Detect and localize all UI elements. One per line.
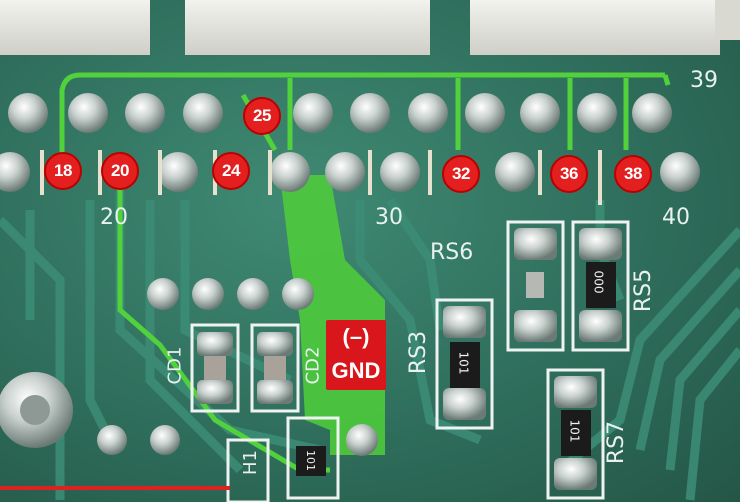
header-pin-row-top: [8, 93, 672, 133]
silk-label-39: 39: [690, 68, 718, 93]
resistor-mark-rs3: 101: [456, 351, 471, 375]
silk-label-cd1: CD1: [164, 346, 186, 385]
connector-housing-middle: [185, 0, 430, 55]
header-pin-row-bottom: [0, 152, 700, 192]
pin-badge-18: 18: [44, 152, 82, 190]
pin-badge-24: 24: [212, 152, 250, 190]
gnd-test-pad: [346, 424, 378, 456]
gnd-polarity: (–): [342, 324, 370, 349]
resistor-mark-rs7: 101: [567, 419, 582, 443]
component-outlines: [190, 220, 630, 502]
gnd-text: GND: [331, 358, 381, 383]
silk-label-rs5: RS5: [631, 268, 657, 313]
connector-housing-right: [470, 0, 720, 55]
gnd-label: (–) GND: [326, 320, 386, 390]
pin-badge-32: 32: [442, 155, 480, 193]
resistor-mark-small: 101: [304, 450, 317, 471]
silk-label-rs6: RS6: [430, 240, 474, 265]
silk-label-20: 20: [100, 205, 128, 230]
silk-label-30: 30: [375, 205, 403, 230]
pin-badge-36: 36: [550, 155, 588, 193]
silk-label-rs7: RS7: [604, 420, 630, 465]
resistor-bodies: [204, 262, 616, 476]
gnd-copper-pour: [280, 175, 385, 455]
silk-label-40: 40: [662, 205, 690, 230]
silk-label-rs3: RS3: [406, 330, 432, 375]
pin-badge-25: 25: [243, 97, 281, 135]
pin-separators: [40, 150, 602, 205]
silk-label-h1: H1: [240, 450, 261, 475]
connector-housing-left: [0, 0, 150, 55]
silk-label-cd2: CD2: [302, 346, 324, 385]
smd-pads: [197, 228, 622, 490]
via-cluster: [147, 278, 314, 310]
pin-badge-38: 38: [614, 155, 652, 193]
resistor-mark-rs5: 000: [592, 270, 607, 294]
pin-badge-20: 20: [101, 152, 139, 190]
